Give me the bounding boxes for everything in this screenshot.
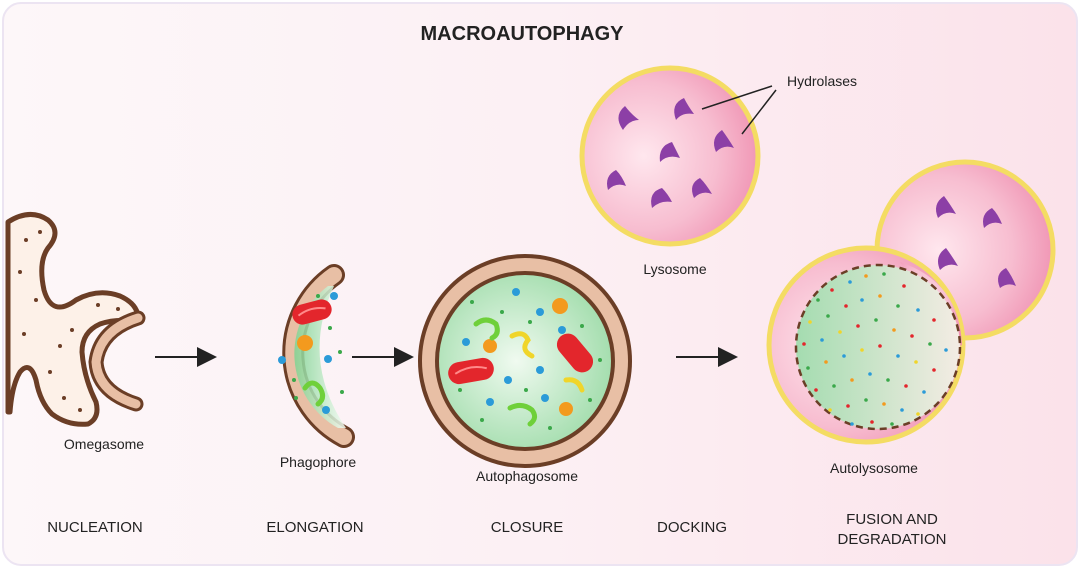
autophagosome-label: Autophagosome xyxy=(476,468,578,484)
lysosome-structure xyxy=(579,65,777,247)
omegasome-label: Omegasome xyxy=(64,436,144,452)
omegasome-structure xyxy=(5,212,146,427)
stage-fusion-line1: FUSION AND xyxy=(846,511,938,528)
lysosome-label: Lysosome xyxy=(643,261,707,277)
autophagosome-structure xyxy=(418,254,632,468)
stage-closure: CLOSURE xyxy=(491,519,564,536)
stage-nucleation: NUCLEATION xyxy=(47,519,143,536)
autolysosome-label: Autolysosome xyxy=(830,460,918,476)
hydrolases-label: Hydrolases xyxy=(787,73,857,89)
stage-fusion-line2: DEGRADATION xyxy=(838,531,947,548)
diagram-title: MACROAUTOPHAGY xyxy=(421,23,625,45)
stage-docking: DOCKING xyxy=(657,519,727,536)
phagophore-label: Phagophore xyxy=(280,454,357,470)
autolysosome-structure xyxy=(766,159,1056,445)
stage-elongation: ELONGATION xyxy=(266,519,363,536)
phagophore-structure xyxy=(278,264,355,448)
